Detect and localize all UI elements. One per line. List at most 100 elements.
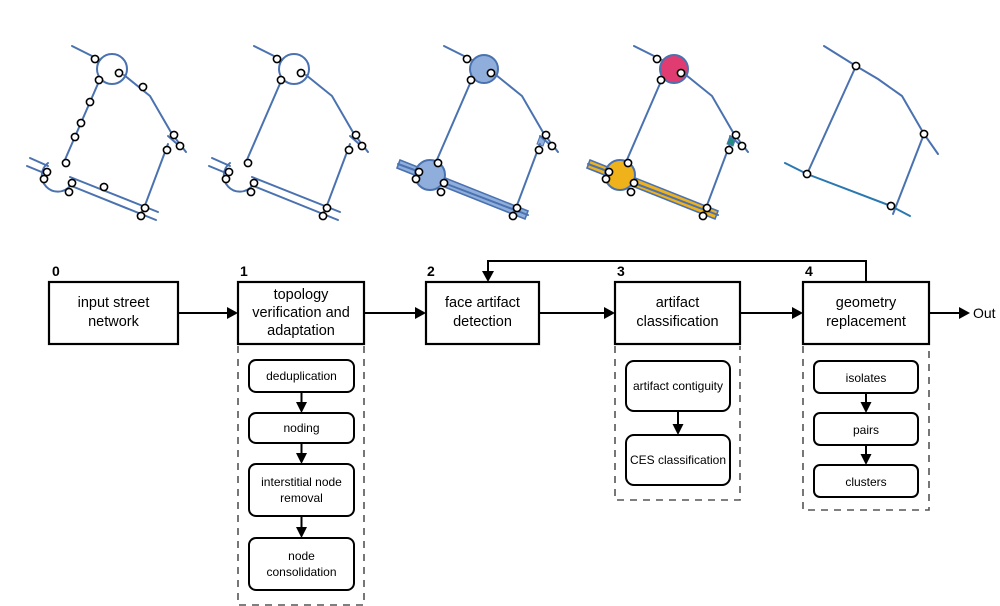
network-node	[604, 167, 614, 177]
arrowhead-contiguity-to-ces	[672, 424, 684, 435]
street-segment	[806, 65, 857, 175]
flow-arrows: Out	[178, 260, 996, 538]
network-node	[414, 167, 424, 177]
step-2-label-line-2: detection	[453, 314, 512, 330]
network-node	[731, 130, 741, 140]
network-node	[698, 211, 708, 221]
step-3-box	[613, 280, 742, 346]
step-2: 2 face artifact detection	[424, 263, 541, 346]
panel-4	[784, 45, 939, 217]
street-segment	[167, 135, 177, 144]
step-3: 3 artifact classification artifact conti…	[613, 263, 742, 501]
network-node	[99, 182, 109, 192]
arrowhead-pairs-to-clusters	[860, 454, 872, 465]
network-node	[462, 54, 472, 64]
street-segment	[784, 162, 911, 217]
step-4-label-line-1: geometry	[836, 295, 897, 311]
step-1-number: 1	[240, 263, 248, 279]
step-0-box	[47, 280, 180, 346]
street-segment	[495, 74, 559, 153]
street-segment	[539, 135, 549, 144]
street-segment	[208, 165, 227, 174]
substep-interstitial-label-line-2: removal	[280, 491, 323, 505]
street-segment	[729, 135, 739, 144]
street-segment	[26, 165, 45, 174]
street-segment	[211, 157, 231, 167]
network-node	[64, 187, 74, 197]
step-3-label-line-1: artifact	[656, 295, 700, 311]
arrowhead-3-to-4	[792, 307, 803, 319]
step-0-number: 0	[52, 263, 60, 279]
panel-2	[395, 45, 559, 221]
street-junction-loop	[222, 162, 253, 193]
step-3-number: 3	[617, 263, 625, 279]
network-node	[61, 158, 71, 168]
arrowhead-isolates-to-pairs	[860, 402, 872, 413]
network-node	[70, 132, 80, 142]
street-segment	[123, 74, 187, 153]
network-node	[224, 167, 234, 177]
panel-3	[585, 45, 749, 221]
network-node	[246, 187, 256, 197]
substep-isolates-label: isolates	[846, 371, 887, 385]
network-node	[623, 158, 633, 168]
substep-consolidation-label-line-2: consolidation	[266, 565, 336, 579]
network-node	[276, 75, 286, 85]
network-node	[243, 158, 253, 168]
street-segment	[435, 78, 473, 163]
network-node	[39, 174, 49, 184]
network-node	[508, 211, 518, 221]
step-2-number: 2	[427, 263, 435, 279]
street-segment	[305, 74, 369, 153]
network-node	[433, 158, 443, 168]
network-node	[547, 141, 557, 151]
step-4-number: 4	[805, 263, 813, 279]
network-node	[486, 68, 496, 78]
substep-interstitial-label-line-1: interstitial node	[261, 475, 342, 489]
network-node	[512, 203, 522, 213]
street-roundabout	[278, 53, 310, 85]
street-segment	[349, 135, 359, 144]
step-2-box	[424, 280, 541, 346]
network-node	[676, 68, 686, 78]
output-label: Out	[973, 305, 996, 321]
step-2-label-line-1: face artifact	[445, 295, 520, 311]
substep-clusters-label: clusters	[845, 475, 886, 489]
street-segment	[29, 157, 49, 167]
step-0-label-line-1: input street	[78, 295, 150, 311]
network-node	[136, 211, 146, 221]
substep-deduplication-label: deduplication	[266, 369, 337, 383]
network-node	[318, 211, 328, 221]
street-segment	[892, 133, 925, 215]
feedback-loop-4-to-2	[487, 260, 867, 282]
street-junction-loop	[40, 162, 71, 193]
step-3-label-line-2: classification	[636, 314, 718, 330]
step-4-label-line-2: replacement	[826, 314, 906, 330]
network-node	[344, 145, 354, 155]
substep-interstitial-node-removal	[248, 463, 355, 517]
network-node	[411, 174, 421, 184]
network-node	[851, 61, 861, 71]
network-node	[162, 145, 172, 155]
substep-noding-label: noding	[283, 421, 319, 435]
substep-node-consolidation	[248, 537, 355, 591]
network-node	[85, 97, 95, 107]
street-roundabout	[96, 53, 128, 85]
step-1-label-line-3: adaptation	[267, 323, 335, 339]
network-node	[656, 75, 666, 85]
arrowhead-to-out	[959, 307, 970, 319]
network-node	[90, 54, 100, 64]
substep-pairs-label: pairs	[853, 423, 879, 437]
step-4-substep-container	[802, 346, 930, 511]
street-segment	[685, 74, 749, 153]
arrowhead-interstitial-to-consolidation	[296, 527, 307, 538]
network-node	[175, 141, 185, 151]
arrowhead-feedback	[482, 271, 494, 282]
substep-consolidation-label-line-1: node	[288, 549, 315, 563]
network-node	[114, 68, 124, 78]
step-3-substep-container	[614, 346, 741, 501]
step-1-label-line-1: topology	[274, 287, 330, 303]
network-node	[140, 203, 150, 213]
network-node	[601, 174, 611, 184]
